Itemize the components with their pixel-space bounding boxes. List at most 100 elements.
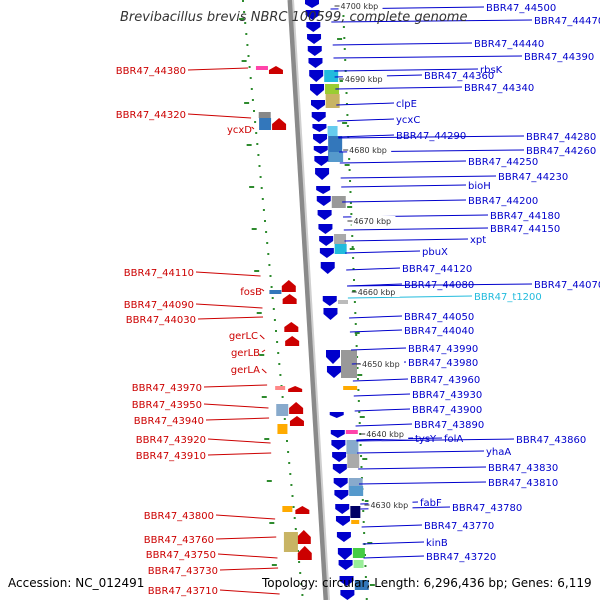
gene-label-right: BBR47_44230 <box>498 172 568 183</box>
leader-line <box>340 175 497 179</box>
gene-block <box>255 66 268 70</box>
tick-dot <box>299 572 302 574</box>
tick-dot <box>246 44 249 46</box>
tick-dot <box>364 576 367 578</box>
tick-dash <box>254 270 260 272</box>
kbp-marker-label: 4680 kbp <box>349 146 387 155</box>
tick-dot <box>365 598 368 600</box>
gene-label-right: BBR47_43980 <box>408 358 478 369</box>
reverse-gene-arrow <box>332 464 347 474</box>
tick-dot <box>358 411 361 413</box>
genome-backbone <box>287 0 329 600</box>
leader-line <box>338 135 525 139</box>
tick-dash <box>369 584 375 586</box>
gene-block <box>325 84 340 94</box>
leader-line <box>347 283 533 287</box>
reverse-gene-arrow <box>316 186 331 194</box>
reverse-gene-arrow <box>313 146 328 154</box>
gene-label-right: fabF <box>420 498 442 509</box>
tick-dash <box>259 354 265 356</box>
gene-label-left: gerLB <box>231 348 260 359</box>
tick-dash <box>342 122 348 124</box>
gene-label-right: BBR47_44290 <box>396 131 466 142</box>
gene-label-right: BBR47_43890 <box>414 420 484 431</box>
tick-dot <box>267 253 270 255</box>
gene-block <box>350 506 361 518</box>
gene-label-right: BBR47_44340 <box>464 83 534 94</box>
leader-line <box>343 227 489 231</box>
tick-dot <box>262 209 265 211</box>
gene-block <box>338 300 348 304</box>
leader-line <box>207 452 272 456</box>
tick-dot <box>364 565 367 567</box>
leader-line <box>349 329 403 333</box>
gene-label-left: BBR47_43750 <box>146 550 216 561</box>
kbp-marker-bg <box>338 1 383 11</box>
genome-backbone-shadow <box>292 0 330 600</box>
kbp-marker-label: 4700 kbp <box>341 2 379 11</box>
tick-dot <box>287 451 290 453</box>
leader-line <box>215 536 277 540</box>
tick-dot <box>279 374 282 376</box>
reverse-gene-arrow <box>309 70 324 82</box>
reverse-gene-arrow <box>333 478 348 488</box>
tick-dot <box>298 561 301 563</box>
kbp-marker-bg <box>347 145 392 155</box>
kbp-marker-label: 4660 kbp <box>358 288 396 297</box>
leader-line <box>215 514 276 520</box>
gene-block <box>353 560 364 568</box>
gene-block <box>349 486 364 496</box>
tick-dot <box>349 202 352 204</box>
tick-dot <box>250 88 253 90</box>
gene-block <box>352 548 365 558</box>
gene-label-right: BBR47_43930 <box>412 390 482 401</box>
tick-dash <box>367 542 373 544</box>
forward-gene-arrow <box>282 294 297 304</box>
gene-block <box>259 118 272 130</box>
kbp-marker-label: 4650 kbp <box>362 360 400 369</box>
gene-block <box>276 404 289 416</box>
gene-label-right: BBR47_44200 <box>468 196 538 207</box>
tick-dash <box>244 102 250 104</box>
leader-line <box>219 589 280 595</box>
gene-label-right: BBR47_44260 <box>526 146 596 157</box>
gene-block <box>327 126 338 136</box>
tick-dot <box>300 583 303 585</box>
leader-line <box>203 384 268 388</box>
tick-dash <box>264 438 270 440</box>
forward-gene-arrow <box>296 530 311 544</box>
gene-label-right: BBR47_44040 <box>404 326 474 337</box>
gene-block <box>269 290 282 294</box>
leader-line <box>335 86 463 90</box>
tick-dash <box>354 332 360 334</box>
reverse-gene-arrow <box>305 0 319 8</box>
kbp-marker-label: 4630 kbp <box>370 501 408 510</box>
gene-label-left: BBR47_44030 <box>126 315 196 326</box>
gene-label-left: BBR47_44320 <box>116 110 186 121</box>
gene-label-right: clpE <box>396 99 417 110</box>
tick-dash <box>269 522 275 524</box>
reverse-gene-arrow <box>313 134 328 144</box>
leader-line <box>195 271 261 277</box>
tick-dot <box>277 352 280 354</box>
gene-block <box>325 94 340 108</box>
tick-dot <box>269 275 272 277</box>
gene-block <box>354 580 369 590</box>
gene-labels: BBR47_44500BBR47_44470BBR47_44440BBR47_4… <box>116 3 600 597</box>
gene-label-right: BBR47_43960 <box>410 375 480 386</box>
leader-line <box>354 408 411 412</box>
reverse-gene-arrow <box>320 262 335 274</box>
reverse-gene-arrow <box>308 58 323 68</box>
tick-dot <box>276 341 279 343</box>
gene-label-right: BBR47_43900 <box>412 405 482 416</box>
tick-dot <box>351 246 354 248</box>
gene-label-right: BBR47_43780 <box>452 503 522 514</box>
tick-dash <box>261 396 267 398</box>
tick-dot <box>242 0 244 2</box>
gene-block <box>347 454 360 468</box>
leader-line <box>334 68 479 72</box>
gene-label-right: xpt <box>470 235 486 246</box>
tick-dash <box>271 564 277 566</box>
tick-dot <box>362 510 365 512</box>
